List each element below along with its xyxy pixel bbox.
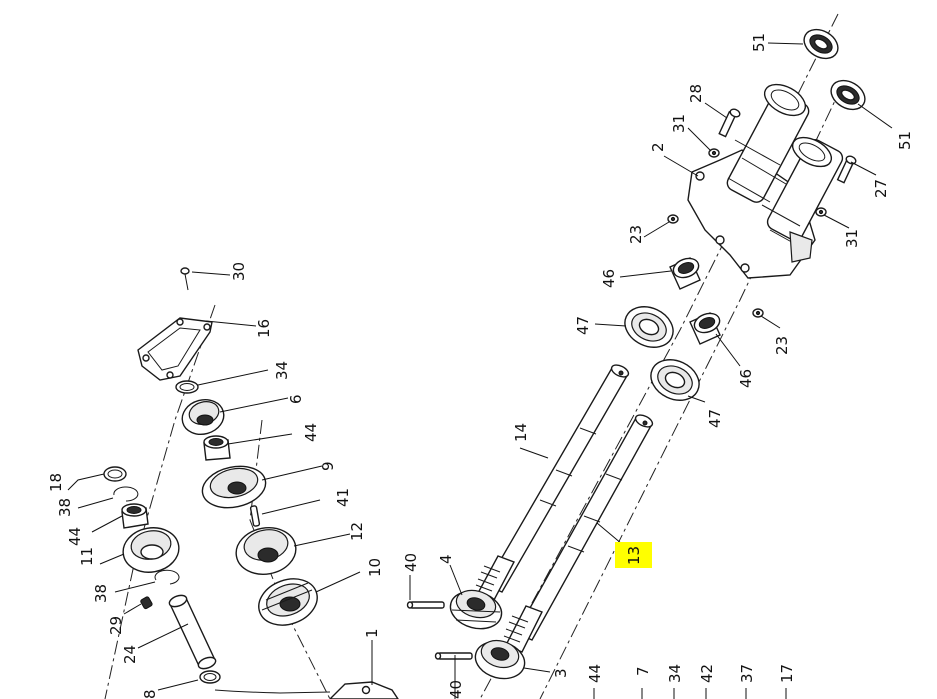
label-34-left: 34 (273, 361, 291, 380)
label-51-right: 51 (896, 131, 914, 150)
label-2: 2 (649, 142, 667, 152)
oring-8 (199, 670, 221, 684)
label-46-top: 46 (600, 269, 618, 288)
part-labels: 51 51 28 31 2 27 31 23 23 46 46 47 47 30… (47, 33, 914, 699)
label-11: 11 (78, 547, 96, 566)
gear-11 (122, 527, 180, 573)
washer-23-left (667, 214, 679, 224)
bevel-gear-4 (449, 589, 503, 630)
gear-6 (181, 399, 225, 435)
label-47-bottom: 47 (706, 409, 724, 428)
label-27: 27 (872, 179, 890, 198)
screw-27 (836, 155, 857, 184)
label-47-top: 47 (574, 316, 592, 335)
needle-bearing-44-upper (203, 435, 231, 461)
label-31-top: 31 (670, 114, 688, 133)
pin-40-upper (406, 601, 445, 609)
label-13: 13 (625, 546, 643, 565)
ball-bearing-47-top (624, 306, 674, 348)
gear-9 (201, 465, 267, 509)
label-3: 3 (552, 668, 570, 678)
housing-2 (687, 83, 844, 279)
label-51-top: 51 (750, 33, 768, 52)
bevel-gear-3 (474, 639, 526, 680)
label-7: 7 (634, 666, 652, 676)
ball-bearing-47-bottom (650, 359, 700, 401)
label-23-right: 23 (773, 336, 791, 355)
washer-23-right (752, 308, 764, 318)
needle-bearing-46-bottom (689, 312, 721, 345)
label-14: 14 (512, 423, 530, 442)
bevel-gear-10 (258, 578, 318, 626)
label-30: 30 (230, 262, 248, 281)
oring-34 (175, 380, 199, 394)
label-31-right: 31 (843, 229, 861, 248)
outline-base-left (214, 689, 331, 694)
label-46-bottom: 46 (737, 369, 755, 388)
leader-lines (67, 42, 893, 699)
axis-left-gear-stack (104, 304, 216, 699)
cover-16 (137, 317, 213, 381)
circlip-18 (103, 466, 127, 482)
pin-29 (140, 596, 153, 610)
label-34-bottom: 34 (666, 664, 684, 683)
washer-31-right (815, 207, 827, 217)
seal-51-top (803, 28, 839, 60)
label-37: 37 (738, 664, 756, 683)
label-6: 6 (287, 394, 305, 404)
label-10: 10 (366, 558, 384, 577)
washer-31-top (708, 148, 720, 158)
label-41: 41 (334, 488, 352, 507)
label-24: 24 (121, 645, 139, 664)
label-23-left: 23 (627, 225, 645, 244)
shaft-14 (475, 364, 630, 601)
label-38-lower: 38 (92, 584, 110, 603)
pin-41 (249, 505, 261, 527)
shaft-24 (168, 594, 217, 670)
label-42: 42 (698, 664, 716, 683)
label-38-upper: 38 (56, 498, 74, 517)
pin-40-lower (434, 652, 473, 660)
label-16: 16 (255, 319, 273, 338)
needle-bearing-44-left (121, 503, 149, 529)
label-29: 29 (107, 616, 125, 635)
highlight-13 (615, 542, 652, 568)
screw-28 (718, 108, 741, 138)
base-1 (329, 681, 399, 699)
label-40-lower: 40 (447, 680, 465, 699)
needle-bearing-46-top (669, 257, 701, 290)
label-9: 9 (319, 461, 337, 471)
circlip-38-upper (113, 486, 139, 502)
label-44-bottom: 44 (586, 664, 604, 683)
label-12: 12 (348, 522, 366, 541)
label-18: 18 (47, 473, 65, 492)
label-4: 4 (437, 554, 455, 564)
circlip-38-lower (154, 569, 180, 585)
label-1: 1 (363, 628, 381, 638)
screw-30 (180, 267, 190, 291)
label-40-upper: 40 (402, 553, 420, 572)
gear-12 (235, 527, 297, 575)
shaft-13 (503, 414, 654, 653)
label-44-upper: 44 (302, 423, 320, 442)
label-17: 17 (778, 664, 796, 683)
label-44-left: 44 (66, 527, 84, 546)
axis-right-shaft (479, 13, 839, 699)
seal-51-right (830, 79, 866, 111)
label-28: 28 (687, 84, 705, 103)
label-8: 8 (141, 689, 159, 699)
